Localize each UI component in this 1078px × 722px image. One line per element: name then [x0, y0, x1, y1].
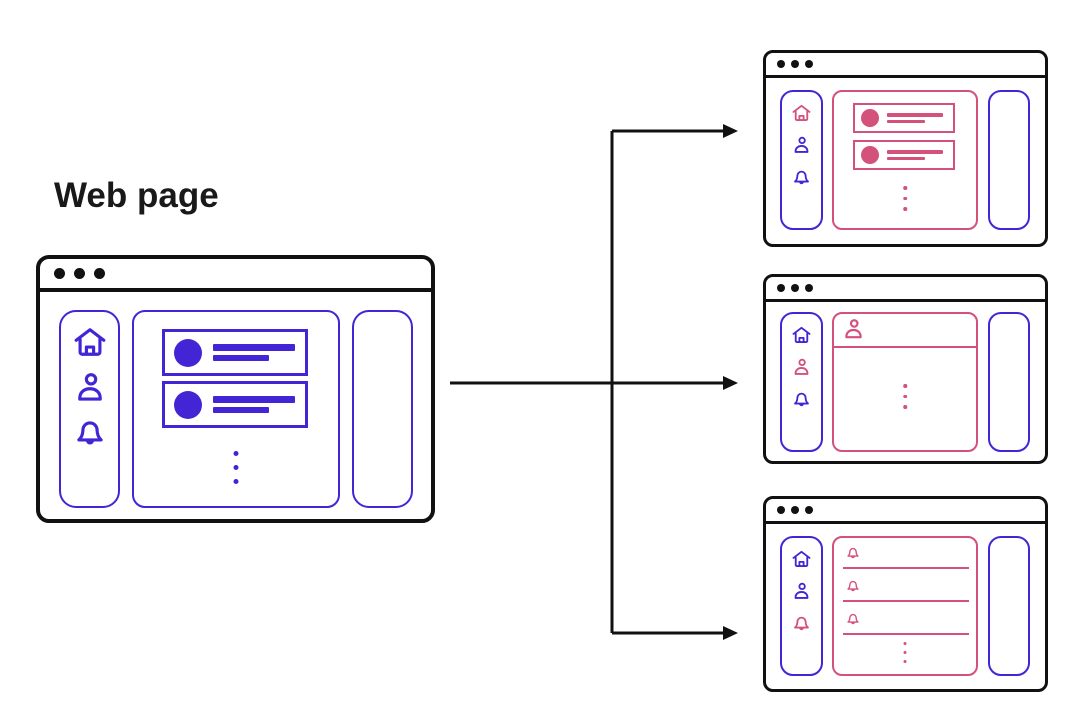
more-ellipsis — [903, 642, 907, 663]
sidebar-nav — [780, 312, 823, 452]
profile-icon — [841, 317, 866, 342]
notifications-view-window — [763, 496, 1048, 692]
sidebar-nav — [780, 90, 823, 230]
more-ellipsis — [903, 384, 907, 409]
profile-icon — [791, 135, 812, 156]
right-rail — [988, 536, 1030, 676]
more-ellipsis — [233, 451, 239, 484]
post-text-lines — [887, 113, 943, 123]
text-line — [213, 396, 295, 403]
titlebar — [766, 53, 1045, 78]
traffic-light-dot — [777, 60, 785, 68]
bell-icon — [845, 545, 861, 561]
traffic-light-dot — [805, 60, 813, 68]
text-line — [213, 407, 269, 413]
text-line — [887, 120, 925, 123]
traffic-light-dot — [94, 268, 105, 279]
home-icon — [791, 549, 812, 570]
web-page-window — [36, 255, 435, 523]
bell-icon — [845, 578, 861, 594]
profile-panel — [832, 312, 978, 452]
post-text-lines — [887, 150, 943, 160]
titlebar — [40, 259, 431, 292]
traffic-light-dot — [777, 284, 785, 292]
traffic-light-dot — [74, 268, 85, 279]
home-icon — [791, 103, 812, 124]
profile-header — [834, 314, 976, 348]
profile-icon — [791, 357, 812, 378]
titlebar — [766, 277, 1045, 302]
home-icon — [72, 325, 108, 361]
text-line — [887, 150, 943, 154]
notifications-bell-icon — [791, 389, 812, 410]
notifications-bell-icon — [72, 415, 108, 451]
notifications-bell-icon — [791, 613, 812, 634]
titlebar — [766, 499, 1045, 524]
traffic-light-dot — [777, 506, 785, 514]
text-line — [887, 157, 925, 160]
home-icon — [791, 325, 812, 346]
profile-icon — [72, 370, 108, 406]
traffic-light-dot — [805, 284, 813, 292]
arrowhead-middle — [723, 376, 738, 390]
avatar-circle — [174, 390, 202, 419]
notification-rule — [843, 567, 969, 569]
post-text-lines — [213, 344, 295, 361]
text-line — [213, 344, 295, 351]
arrowhead-top — [723, 124, 738, 138]
feed-view-window — [763, 50, 1048, 247]
traffic-light-dot — [54, 268, 65, 279]
more-ellipsis — [903, 186, 907, 211]
text-line — [887, 113, 943, 117]
page-title: Web page — [54, 176, 219, 215]
arrowhead-bottom — [723, 626, 738, 640]
post-card — [162, 381, 308, 428]
right-rail — [988, 90, 1030, 230]
traffic-light-dot — [791, 506, 799, 514]
notifications-panel — [832, 536, 978, 676]
traffic-light-dot — [791, 60, 799, 68]
post-card — [853, 103, 955, 133]
traffic-light-dot — [805, 506, 813, 514]
profile-view-window — [763, 274, 1048, 464]
right-rail — [352, 310, 413, 508]
avatar-circle — [861, 109, 879, 127]
bell-icon — [845, 611, 861, 627]
post-card — [162, 329, 308, 376]
feed-panel — [832, 90, 978, 230]
sidebar-nav — [780, 536, 823, 676]
notification-rule — [843, 600, 969, 602]
notification-rule — [843, 633, 969, 635]
arrow-lines — [450, 129, 724, 635]
post-text-lines — [213, 396, 295, 413]
post-card — [853, 140, 955, 170]
right-rail — [988, 312, 1030, 452]
sidebar-nav — [59, 310, 120, 508]
feed-panel — [132, 310, 340, 508]
traffic-light-dot — [791, 284, 799, 292]
text-line — [213, 355, 269, 361]
avatar-circle — [861, 146, 879, 164]
notifications-bell-icon — [791, 167, 812, 188]
profile-icon — [791, 581, 812, 602]
avatar-circle — [174, 338, 202, 367]
